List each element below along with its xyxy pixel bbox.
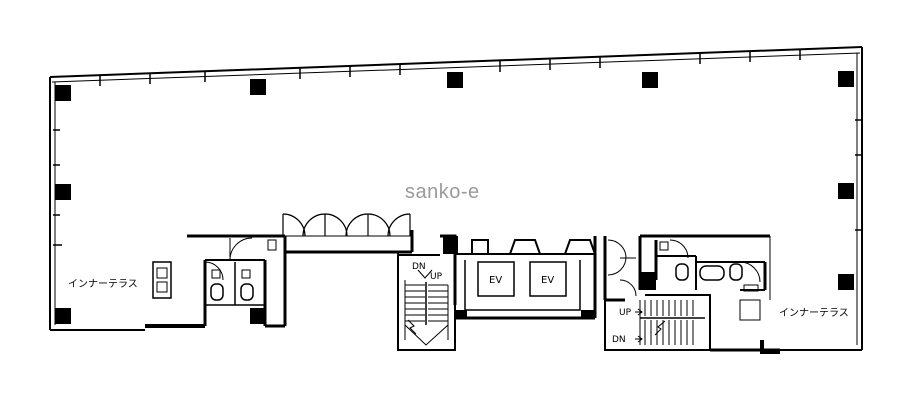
right-core	[603, 234, 780, 354]
elevator-2-label: EV	[541, 275, 554, 286]
structural-columns	[55, 71, 854, 324]
entrance-doors	[282, 213, 414, 254]
stair-left-labels: DN UP	[412, 262, 443, 282]
elevator-labels: EV EV	[489, 275, 554, 286]
terrace-left-label: インナーテラス	[68, 278, 138, 290]
elevator-core	[440, 234, 597, 320]
left-core	[152, 234, 287, 328]
stair-left-up-label: UP	[430, 272, 443, 282]
watermark: sanko-e	[405, 181, 480, 203]
terrace-right-label: インナーテラス	[779, 307, 849, 319]
window-mullions	[53, 49, 862, 246]
stair-left-dn-label: DN	[412, 262, 426, 272]
stair-right-labels: UP DN	[612, 308, 632, 345]
building-outline	[49, 46, 863, 351]
elevator-1-label: EV	[489, 275, 502, 286]
stair-left	[397, 252, 456, 351]
stair-right-dn-label: DN	[612, 335, 626, 345]
stair-right-up-label: UP	[619, 308, 632, 318]
